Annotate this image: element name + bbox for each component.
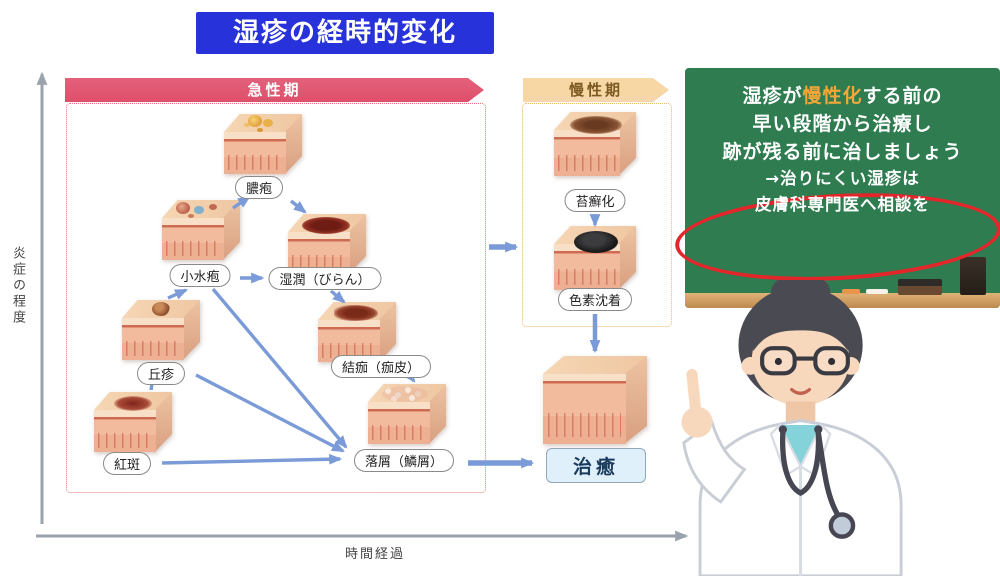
skin-side-face	[618, 226, 636, 290]
pigmentation-feature	[574, 231, 618, 253]
blister-feature	[176, 202, 190, 214]
pointing-finger	[686, 368, 702, 417]
doctor-shirt	[779, 425, 822, 467]
skin-side-face	[223, 200, 240, 260]
acute-phase-banner: 急性期	[65, 78, 484, 102]
acute-phase-label: 急性期	[247, 81, 302, 99]
skin-illustration-erythema	[94, 392, 172, 452]
stage-label-erosion: 湿潤（びらん）	[268, 267, 382, 290]
board-text-line1-post: する前の	[862, 85, 943, 107]
chalk-box	[960, 257, 986, 295]
skin-illustration-scale	[368, 384, 446, 444]
skin-side-face	[379, 302, 396, 362]
scale-feature	[382, 386, 428, 402]
stethoscope-tube	[779, 432, 822, 497]
stethoscope-tube-lower	[815, 432, 842, 519]
skin-side-face	[624, 356, 647, 444]
stethoscope-earpiece	[814, 425, 823, 434]
board-text-line1-pre: 湿疹が	[742, 85, 803, 107]
erosion-feature	[302, 217, 350, 234]
stage-label-crust: 結痂（痂皮）	[330, 355, 432, 378]
skin-front-face	[543, 374, 627, 444]
skin-front-face	[122, 318, 185, 360]
chronic-phase-label: 慢性期	[568, 81, 623, 99]
skin-illustration-erosion	[288, 214, 366, 274]
skin-front-face	[554, 130, 620, 176]
doctor-hand	[681, 406, 713, 438]
skin-side-face	[155, 392, 172, 452]
doctor-eye	[774, 357, 782, 366]
stage-label-lichenification: 苔癬化	[564, 189, 626, 212]
papule-feature	[152, 302, 170, 316]
lichenification-feature	[570, 116, 622, 134]
skin-illustration-healed	[543, 356, 647, 444]
skin-illustration-lichenification	[554, 112, 636, 176]
skin-top-face	[224, 114, 302, 132]
doctor-eye	[828, 357, 836, 366]
skin-front-face	[224, 132, 287, 174]
stethoscope-chestpiece	[828, 512, 856, 539]
board-note-line1: →治りにくい湿疹は	[765, 169, 920, 188]
acute-phase-box	[66, 103, 486, 493]
skin-front-face	[162, 218, 225, 260]
skin-top-face	[543, 356, 647, 374]
eraser	[898, 279, 942, 295]
stage-label-papule: 丘疹	[136, 362, 186, 385]
y-axis-label: 炎症の程度	[10, 246, 25, 326]
board-text-line3: 跡が残る前に治しましょう	[722, 141, 963, 163]
stage-label-healed: 治癒	[545, 448, 647, 483]
board-text-line1: 湿疹が慢性化する前の	[685, 82, 1000, 110]
skin-illustration-crust	[318, 302, 396, 362]
stethoscope-earpiece	[778, 425, 787, 434]
doctor-illustration	[681, 280, 903, 576]
crust-feature	[334, 305, 378, 321]
stage-label-blister: 小水疱	[169, 264, 231, 287]
pustule-feature	[248, 115, 262, 127]
skin-side-face	[285, 114, 302, 174]
skin-side-face	[349, 214, 366, 274]
stage-label-erythema: 紅斑	[102, 452, 152, 475]
skin-illustration-papule	[122, 300, 200, 360]
board-note-line2: 皮膚科専門医へ相談を	[755, 195, 930, 214]
chalkboard: 湿疹が慢性化する前の 早い段階から治療し 跡が残る前に治しましょう →治りにくい…	[672, 68, 1000, 308]
board-highlight-text: 慢性化	[802, 85, 863, 107]
skin-side-face	[183, 300, 200, 360]
stage-label-scale: 落屑（鱗屑）	[353, 449, 455, 472]
chronic-phase-banner: 慢性期	[523, 78, 669, 102]
chalk-stick-orange	[842, 289, 860, 294]
page-title: 湿疹の経時的変化	[196, 12, 494, 54]
skin-front-face	[368, 402, 431, 444]
x-axis-label: 時間経過	[345, 547, 406, 562]
skin-side-face	[429, 384, 446, 444]
erythema-feature	[114, 396, 152, 411]
stage-label-pustule: 膿疱	[234, 176, 284, 199]
skin-front-face	[94, 410, 157, 452]
skin-illustration-pigmentation	[554, 226, 636, 290]
chalk-stick-white	[866, 289, 888, 294]
skin-side-face	[618, 112, 636, 176]
skin-illustration-pustule	[224, 114, 302, 174]
doctor-neck	[785, 401, 816, 426]
skin-illustration-blister	[162, 200, 240, 260]
stage-label-pigmentation: 色素沈着	[557, 288, 633, 311]
doctor-bangs	[753, 309, 848, 352]
board-text-line2: 早い段階から治療し	[752, 113, 933, 135]
doctor-mouth	[790, 387, 812, 395]
